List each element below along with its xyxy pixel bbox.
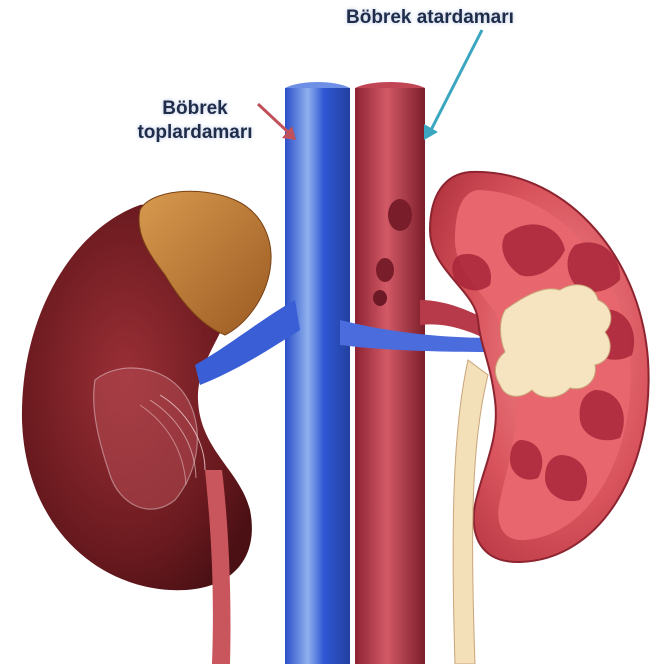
renal-vein-label-line2: toplardamarı [120,121,270,145]
aorta [355,82,425,664]
renal-vein-label: Böbrek toplardamarı [120,97,270,145]
renal-artery-label: Böbrek atardamarı [346,6,514,30]
arrow-artery [424,30,482,140]
renal-vein-label-line1: Böbrek [120,97,270,121]
vena-cava [285,82,350,664]
